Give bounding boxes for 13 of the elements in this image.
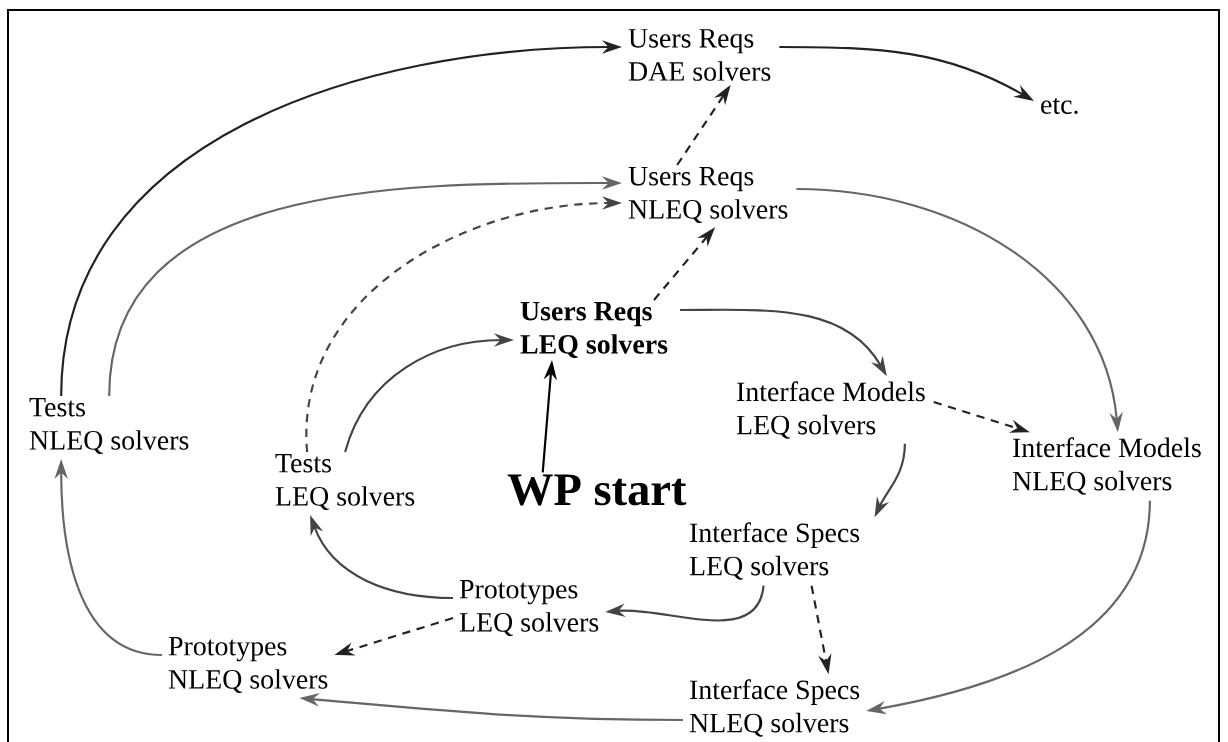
activity-label: Tests NLEQ solvers	[29, 398, 189, 454]
activity-label: Interface Specs LEQ solvers	[689, 522, 860, 580]
activity-label: Tests LEQ solvers	[275, 454, 415, 510]
activity-label: Users Reqs DAE solvers	[628, 29, 771, 81]
start-label: WP start	[507, 474, 687, 506]
activity-label: Interface Specs NLEQ solvers	[689, 679, 860, 737]
activity-label: Prototypes LEQ solvers	[459, 580, 599, 636]
activity-label: Interface Models LEQ solvers	[736, 381, 925, 439]
activity-label: Users Reqs LEQ solvers	[520, 302, 668, 358]
activity-label: Users Reqs NLEQ solvers	[628, 167, 788, 223]
activity-label: Interface Models NLEQ solvers	[1012, 437, 1201, 495]
activity-label: Prototypes NLEQ solvers	[168, 637, 328, 693]
activity-label: etc.	[1041, 97, 1078, 115]
